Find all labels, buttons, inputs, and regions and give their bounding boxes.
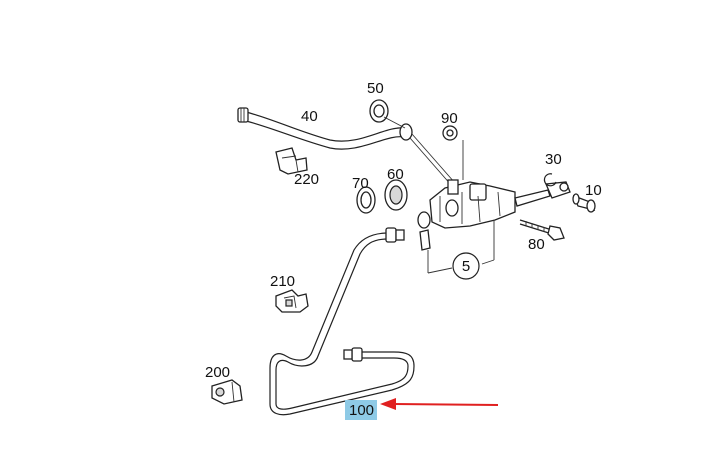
part-5-callout-lines bbox=[427, 220, 495, 274]
label-100: 100 bbox=[349, 402, 374, 419]
label-40: 40 bbox=[301, 108, 318, 125]
part-30-circlip[interactable] bbox=[543, 173, 557, 187]
label-210: 210 bbox=[270, 273, 295, 290]
red-arrow-icon bbox=[380, 398, 499, 410]
label-220: 220 bbox=[294, 171, 319, 188]
part-50-grommet[interactable] bbox=[369, 99, 406, 129]
part-90-washer[interactable] bbox=[442, 125, 464, 180]
label-5: 5 bbox=[462, 258, 470, 275]
label-70: 70 bbox=[352, 175, 369, 192]
part-210-clip[interactable] bbox=[275, 289, 309, 313]
part-220-clip[interactable] bbox=[275, 147, 308, 175]
part-40-hose[interactable] bbox=[237, 107, 456, 187]
part-5-clutch-master-cylinder[interactable] bbox=[417, 179, 571, 251]
part-70-seal[interactable] bbox=[356, 186, 376, 214]
label-60: 60 bbox=[387, 166, 404, 183]
label-50: 50 bbox=[367, 80, 384, 97]
label-80: 80 bbox=[528, 236, 545, 253]
label-200: 200 bbox=[205, 364, 230, 381]
part-10-pin[interactable] bbox=[572, 193, 596, 213]
label-90: 90 bbox=[441, 110, 458, 127]
part-200-clip[interactable] bbox=[211, 379, 243, 405]
label-100-highlight[interactable]: 100 bbox=[345, 400, 377, 420]
part-60-seal[interactable] bbox=[384, 179, 408, 211]
label-30: 30 bbox=[545, 151, 562, 168]
label-5-callout: 5 bbox=[452, 252, 480, 280]
part-100-clutch-line[interactable] bbox=[269, 227, 415, 416]
label-10: 10 bbox=[585, 182, 602, 199]
part-80-bolt[interactable] bbox=[519, 219, 565, 241]
